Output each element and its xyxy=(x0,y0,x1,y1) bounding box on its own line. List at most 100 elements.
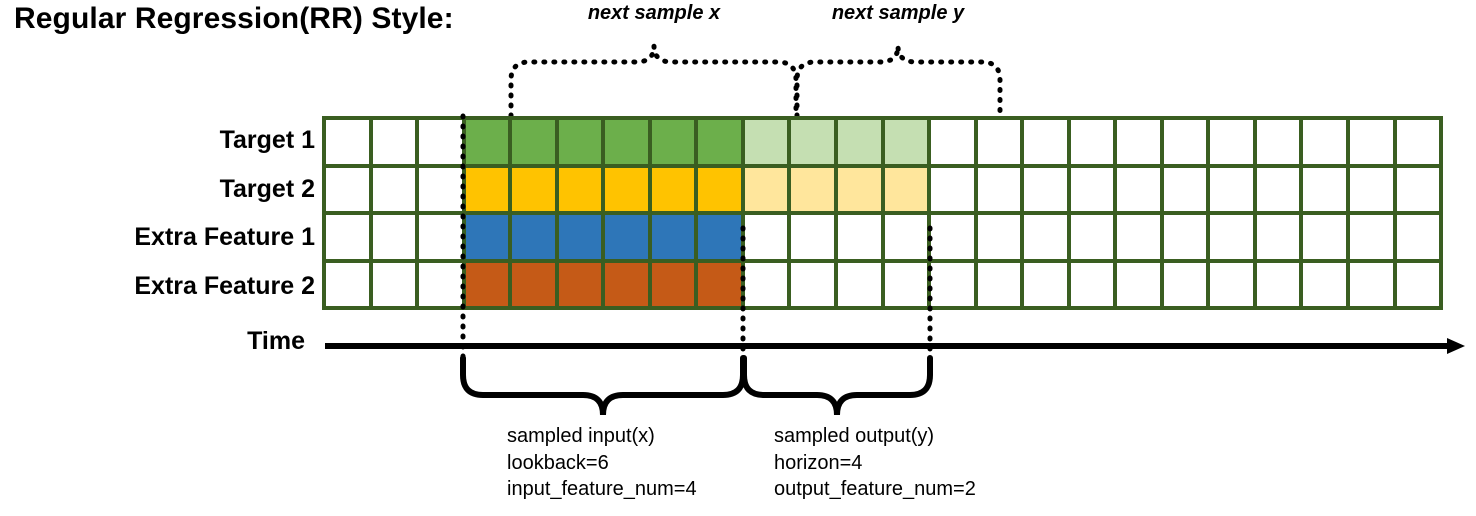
grid-cell-target-1-11-output xyxy=(838,120,881,164)
grid-cell-target-2-9-output xyxy=(744,167,788,211)
grid-cell-extra-feature-1-18-empty xyxy=(1163,215,1207,259)
grid-cell-target-1-22-empty xyxy=(1350,120,1393,164)
grid-cell-extra-feature-1-21-empty xyxy=(1303,215,1347,259)
grid-cell-extra-feature-1-14-empty xyxy=(977,215,1021,259)
grid-cell-extra-feature-1-9-empty xyxy=(744,215,788,259)
row-label-target-2: Target 2 xyxy=(219,174,315,203)
grid-cell-target-2-1-empty xyxy=(372,167,416,211)
grid-cell-target-1-19-empty xyxy=(1210,120,1253,164)
grid-row-extra-feature-1 xyxy=(326,215,1440,259)
grid-cell-extra-feature-1-12-empty xyxy=(884,215,928,259)
grid-cell-target-2-19-empty xyxy=(1210,167,1253,211)
grid-cell-extra-feature-1-20-empty xyxy=(1256,215,1300,259)
grid-cell-target-1-4-input xyxy=(512,120,555,164)
page-title: Regular Regression(RR) Style: xyxy=(14,2,454,35)
grid-cell-extra-feature-2-10-empty xyxy=(791,262,835,306)
grid-cell-target-1-12-output xyxy=(884,120,928,164)
sampled-output-line-2: horizon=4 xyxy=(774,451,863,474)
grid-cell-target-2-10-output xyxy=(791,167,835,211)
grid-cell-extra-feature-1-0-empty xyxy=(326,215,369,259)
grid-cell-target-1-1-empty xyxy=(372,120,416,164)
bottom-brace-group xyxy=(460,355,933,416)
grid-cell-target-2-17-empty xyxy=(1117,167,1160,211)
grid-cell-target-2-14-empty xyxy=(977,167,1021,211)
grid-cell-target-2-8-input xyxy=(698,167,741,211)
row-label-extra-feature-2: Extra Feature 2 xyxy=(134,271,315,300)
grid-cell-extra-feature-2-6-input xyxy=(605,262,648,306)
grid-cell-target-1-13-empty xyxy=(931,120,974,164)
grid-cell-target-1-7-input xyxy=(651,120,695,164)
grid-cell-target-1-18-empty xyxy=(1163,120,1207,164)
grid-cell-extra-feature-2-12-empty xyxy=(884,262,928,306)
grid-cell-extra-feature-1-10-empty xyxy=(791,215,835,259)
row-label-extra-feature-1: Extra Feature 1 xyxy=(134,223,315,251)
grid-cell-extra-feature-1-1-empty xyxy=(372,215,416,259)
row-label-target-1: Target 1 xyxy=(219,126,315,154)
grid-cell-extra-feature-1-23-empty xyxy=(1396,215,1440,259)
next-sample-x-label: next sample x xyxy=(587,2,721,24)
grid-cell-extra-feature-2-1-empty xyxy=(372,262,416,306)
grid-cell-extra-feature-2-5-input xyxy=(558,262,602,306)
grid-cell-extra-feature-1-19-empty xyxy=(1210,215,1253,259)
top-brace-group xyxy=(508,45,1003,119)
sampled-output-line-3: output_feature_num=2 xyxy=(774,478,976,501)
grid-cell-extra-feature-1-8-input xyxy=(698,215,741,259)
grid-cell-target-1-10-output xyxy=(791,120,835,164)
grid-cell-target-1-21-empty xyxy=(1303,120,1347,164)
next-sample-y-label: next sample y xyxy=(831,2,965,24)
grid-cell-extra-feature-2-17-empty xyxy=(1117,262,1160,306)
grid-cell-extra-feature-1-11-empty xyxy=(838,215,881,259)
grid-cell-extra-feature-1-6-input xyxy=(605,215,648,259)
grid-cell-extra-feature-1-15-empty xyxy=(1024,215,1067,259)
timeseries-grid xyxy=(322,116,1443,310)
grid-row-target-1 xyxy=(326,120,1440,164)
grid-cell-target-2-11-output xyxy=(838,167,881,211)
sampled-input-description: sampled input(x) lookback=6 input_featur… xyxy=(507,423,697,503)
grid-cell-extra-feature-1-13-empty xyxy=(931,215,974,259)
grid-cell-target-2-18-empty xyxy=(1163,167,1207,211)
grid-cell-target-2-12-output xyxy=(884,167,928,211)
grid-cell-target-1-17-empty xyxy=(1117,120,1160,164)
sampled-output-description: sampled output(y) horizon=4 output_featu… xyxy=(774,423,976,503)
next-sample-x-brace xyxy=(508,45,799,119)
grid-cell-extra-feature-2-11-empty xyxy=(838,262,881,306)
grid-cell-extra-feature-1-5-input xyxy=(558,215,602,259)
grid-cell-target-1-8-input xyxy=(698,120,741,164)
grid-cell-extra-feature-2-15-empty xyxy=(1024,262,1067,306)
grid-cell-target-1-5-input xyxy=(558,120,602,164)
grid-cell-extra-feature-2-22-empty xyxy=(1350,262,1393,306)
grid-cell-extra-feature-2-20-empty xyxy=(1256,262,1300,306)
grid-cell-target-1-15-empty xyxy=(1024,120,1067,164)
grid-cell-target-2-4-input xyxy=(512,167,555,211)
grid-cell-extra-feature-1-7-input xyxy=(651,215,695,259)
arrow-right-icon xyxy=(1447,338,1465,354)
grid-cell-extra-feature-2-7-input xyxy=(651,262,695,306)
grid-cell-target-1-9-output xyxy=(744,120,788,164)
grid-cell-target-2-20-empty xyxy=(1256,167,1300,211)
grid-cell-target-2-2-empty xyxy=(419,167,462,211)
grid-cell-extra-feature-1-22-empty xyxy=(1350,215,1393,259)
grid-cell-target-2-22-empty xyxy=(1350,167,1393,211)
grid-cell-target-2-0-empty xyxy=(326,167,369,211)
grid-row-extra-feature-2 xyxy=(326,262,1440,306)
grid-cell-target-2-13-empty xyxy=(931,167,974,211)
grid-cell-target-2-21-empty xyxy=(1303,167,1347,211)
grid-cell-extra-feature-2-21-empty xyxy=(1303,262,1347,306)
grid-cell-target-1-3-input xyxy=(465,120,509,164)
grid-cell-extra-feature-2-23-empty xyxy=(1396,262,1440,306)
grid-cell-extra-feature-1-16-empty xyxy=(1070,215,1114,259)
grid-cell-extra-feature-2-2-empty xyxy=(419,262,462,306)
grid-cell-extra-feature-2-14-empty xyxy=(977,262,1021,306)
grid-cell-target-2-3-input xyxy=(465,167,509,211)
time-axis-label: Time xyxy=(247,327,305,355)
sampled-input-line-3: input_feature_num=4 xyxy=(507,478,697,501)
grid-cell-target-2-7-input xyxy=(651,167,695,211)
grid-cell-target-2-15-empty xyxy=(1024,167,1067,211)
grid-cell-extra-feature-2-16-empty xyxy=(1070,262,1114,306)
sampled-output-line-1: sampled output(y) xyxy=(774,425,935,447)
grid-cell-extra-feature-2-13-empty xyxy=(931,262,974,306)
grid-cell-extra-feature-2-8-input xyxy=(698,262,741,306)
grid-cell-extra-feature-1-2-empty xyxy=(419,215,462,259)
grid-cell-target-1-16-empty xyxy=(1070,120,1114,164)
grid-cell-target-1-2-empty xyxy=(419,120,462,164)
